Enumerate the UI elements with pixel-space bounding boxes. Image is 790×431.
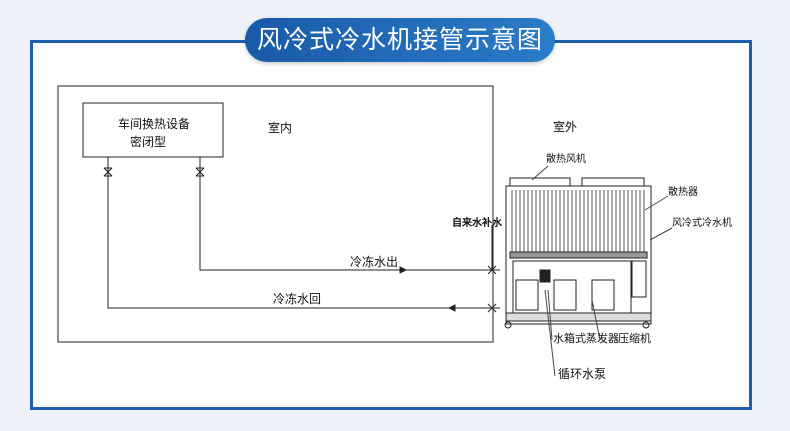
compressor-label: 压缩机 — [618, 331, 651, 345]
chilled-water-return-label: 冷冻水回 — [273, 291, 321, 306]
valve-icon — [103, 167, 497, 313]
fan-label: 散热风机 — [546, 152, 586, 165]
indoor-room-boundary — [57, 85, 494, 343]
equipment-label: 车间换热设备 — [118, 116, 190, 131]
chiller-label: 风冷式冷水机 — [672, 216, 732, 229]
flow-arrow-icon — [399, 266, 456, 312]
outdoor-label: 室外 — [553, 119, 577, 134]
evaporator-label: 水箱式蒸发器 — [553, 331, 619, 345]
heat-exchange-equipment — [82, 102, 224, 158]
chilled-water-out-pipe — [199, 157, 500, 271]
equipment-type-label: 密闭型 — [130, 134, 166, 149]
indoor-label: 室内 — [268, 120, 292, 135]
chilled-water-out-label: 冷冻水出 — [350, 254, 398, 269]
chiller-unit — [504, 177, 652, 329]
chilled-water-return-pipe — [107, 157, 500, 309]
radiator-label: 散热器 — [668, 185, 698, 198]
pump-label: 循环水泵 — [558, 367, 606, 381]
makeup-water-label: 自来水补水 — [452, 216, 503, 229]
page-title: 风冷式冷水机接管示意图 — [245, 18, 555, 62]
